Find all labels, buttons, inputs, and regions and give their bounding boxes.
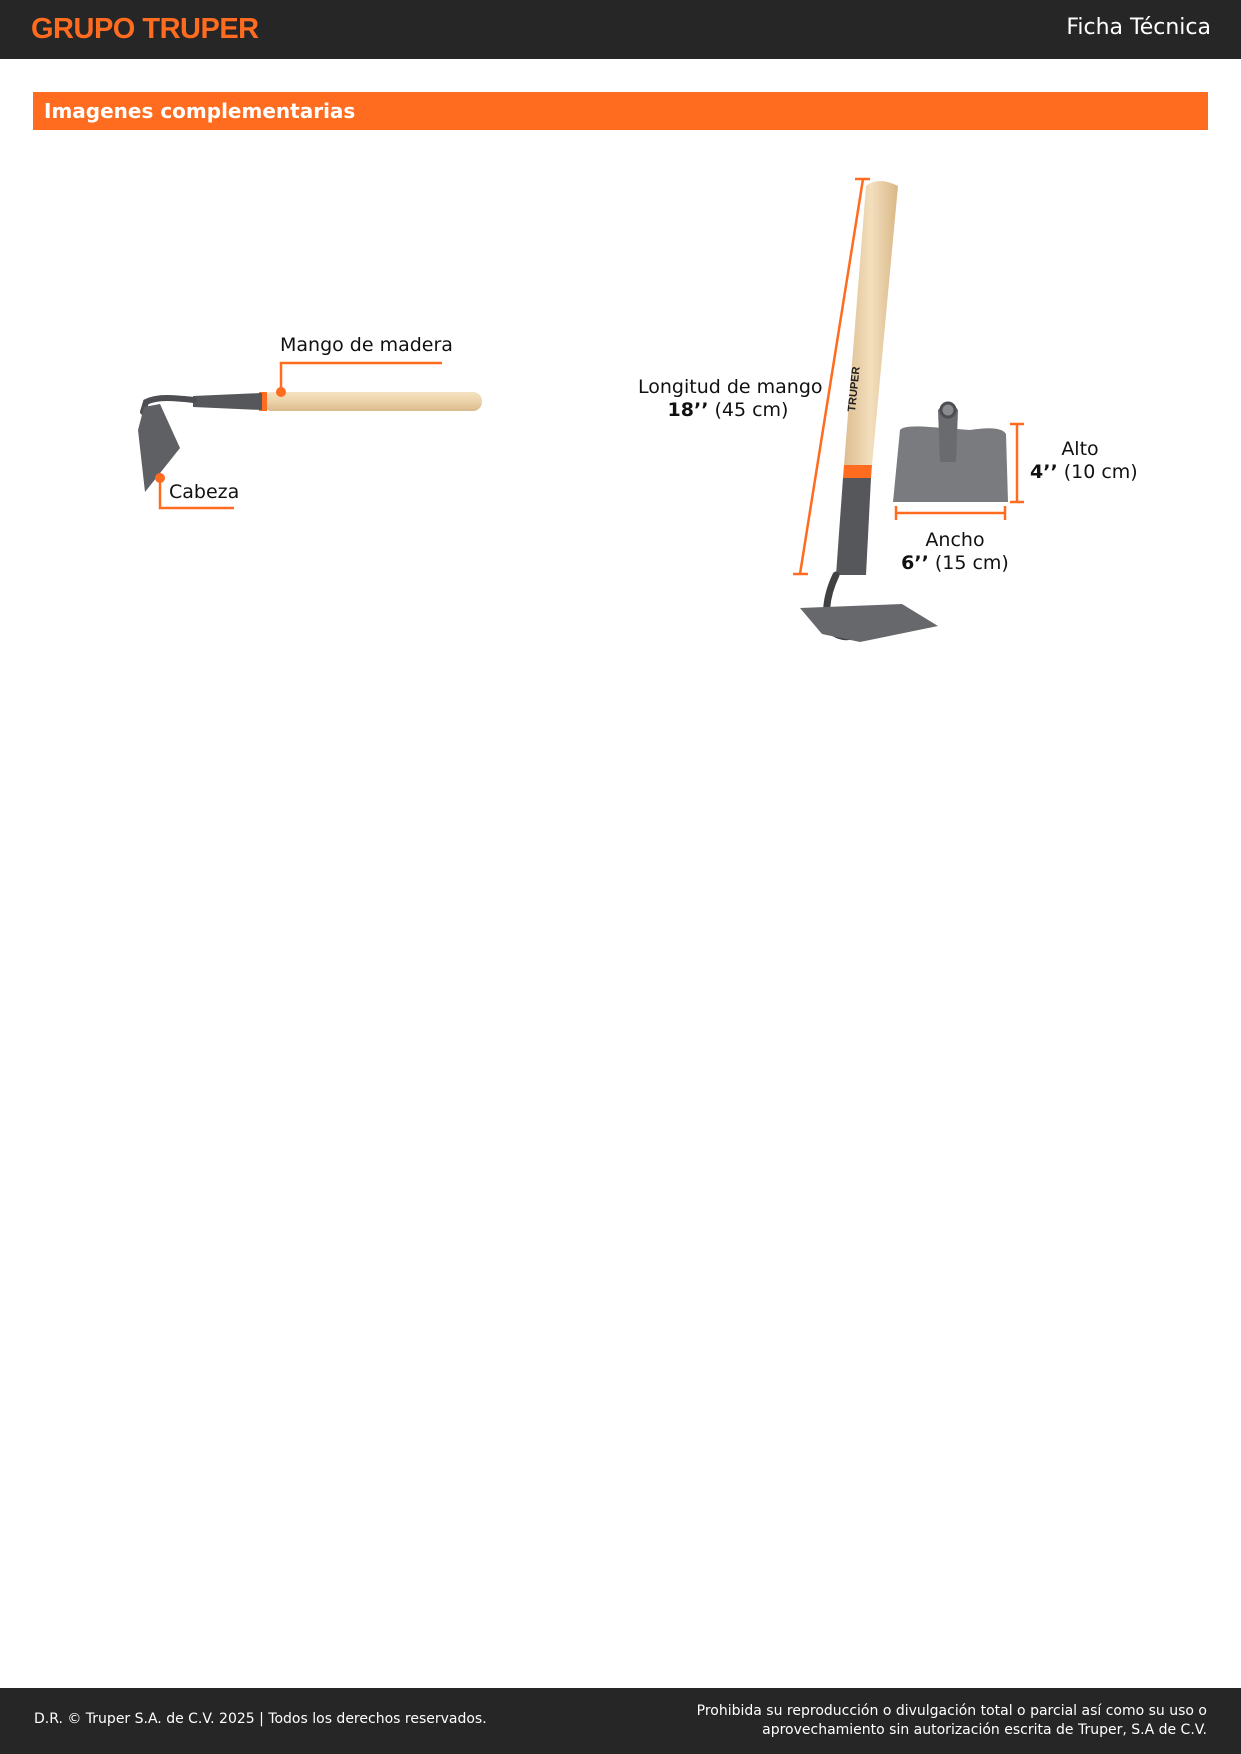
vertical-hoe-blade [800,604,938,642]
vertical-wooden-handle [844,181,898,465]
copyright-text: D.R. © Truper S.A. de C.V. 2025 | Todos … [34,1711,487,1727]
footer-bar: D.R. © Truper S.A. de C.V. 2025 | Todos … [0,1688,1241,1754]
handle-length-values: 18’’ (45 cm) [638,399,818,422]
height-label: Alto [1061,438,1099,460]
handle-length-callout: Longitud de mango 18’’ (45 cm) [638,376,823,422]
height-cm: (10 cm) [1063,460,1138,483]
handle-length-cm: (45 cm) [714,398,789,421]
handle-callout-label: Mango de madera [280,334,453,356]
width-inches: 6’’ [901,551,929,574]
handle-length-label: Longitud de mango [638,376,823,398]
hoe-horizontal-illustration [138,392,482,492]
product-illustrations: TRUPER [138,177,1024,642]
head-marker-dot [155,473,165,483]
brand-logo: GRUPO TRUPER [31,13,259,45]
vertical-ferrule-band [843,465,872,478]
hoe-head-detail-shape [893,426,1008,502]
header-bar: GRUPO TRUPER Ficha Técnica [0,0,1241,59]
handle-marker-dot [276,387,286,397]
handle-length-line [798,178,865,575]
section-title: Imagenes complementarias [44,99,356,123]
hoe-vertical-illustration: TRUPER [800,181,1008,642]
document-title: Ficha Técnica [1066,15,1211,40]
dimension-lines [793,177,1024,576]
height-values: 4’’ (10 cm) [1030,460,1138,484]
head-callout-label: Cabeza [169,481,240,503]
goose-neck [140,395,197,415]
width-label: Ancho [925,529,985,551]
handle-brand-imprint: TRUPER [846,366,863,412]
wooden-handle-shape [263,392,482,411]
hoe-head-shape [138,404,180,492]
legal-notice-line-1: Prohibida su reproducción o divulgación … [696,1703,1207,1719]
left-callout-lines [155,361,442,510]
steel-shank [193,393,262,410]
legal-notice: Prohibida su reproducción o divulgación … [647,1702,1207,1740]
width-callout: Ancho 6’’ (15 cm) [895,529,1015,575]
handle-ferrule-band [259,392,267,411]
legal-notice-line-2: aprovechamiento sin autorización escrita… [762,1721,1207,1738]
section-header: Imagenes complementarias [33,92,1208,130]
vertical-steel-shank [836,478,871,575]
width-cm: (15 cm) [934,551,1009,574]
hoe-head-socket [938,403,958,462]
width-values: 6’’ (15 cm) [895,552,1015,575]
handle-length-inches: 18’’ [667,398,709,421]
height-callout: Alto 4’’ (10 cm) [1030,438,1138,484]
height-inches: 4’’ [1030,460,1058,483]
